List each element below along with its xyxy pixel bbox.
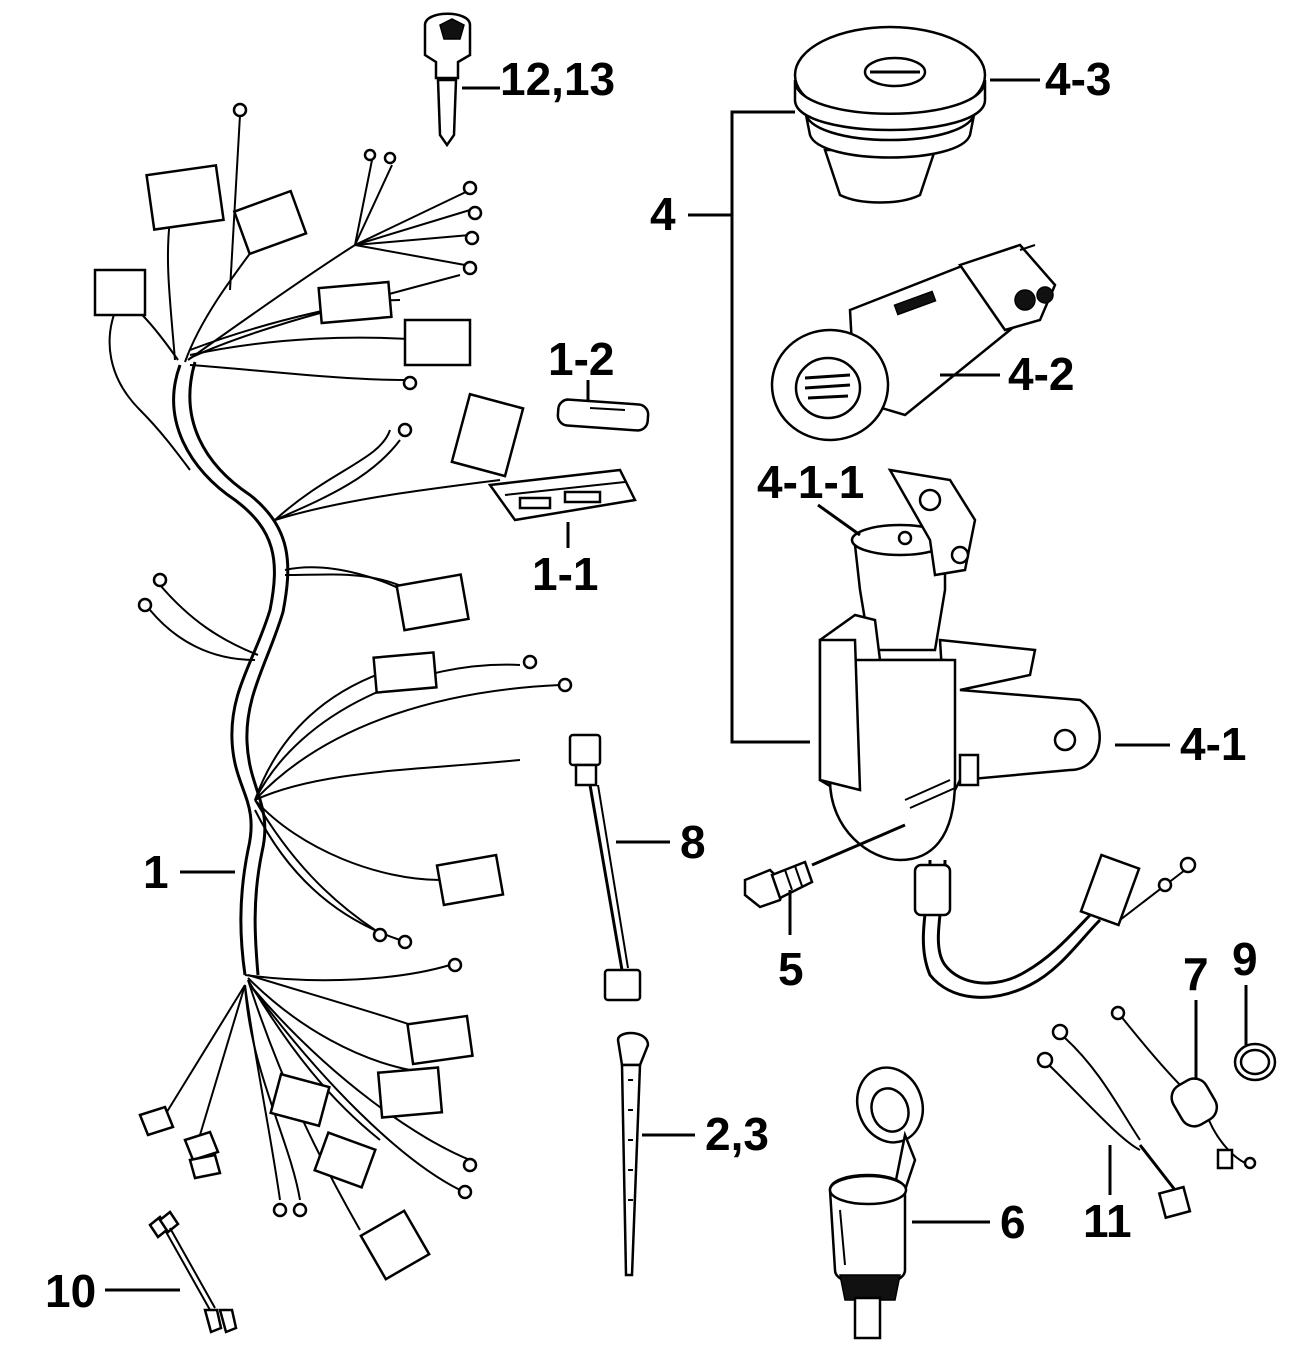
label-4-3: 4-3: [1045, 53, 1111, 105]
label-1-2: 1-2: [548, 333, 614, 385]
clip-icon: [1233, 1042, 1277, 1082]
label-11: 11: [1083, 1195, 1132, 1247]
bolt-icon: [743, 860, 814, 909]
label-4-2: 4-2: [1008, 348, 1074, 400]
label-2-3: 2,3: [705, 1108, 769, 1160]
cable-icon: [568, 733, 642, 1002]
label-12-13: 12,13: [500, 53, 615, 105]
label-5: 5: [778, 943, 804, 995]
label-4-1: 4-1: [1180, 718, 1246, 770]
label-10: 10: [45, 1265, 96, 1317]
lead-11-icon: [1036, 1023, 1192, 1220]
label-9: 9: [1232, 933, 1258, 985]
lock-cylinder-icon: [770, 243, 1057, 442]
label-6: 6: [1000, 1196, 1026, 1248]
wiring-harness: [93, 102, 573, 1281]
leader-lines: [105, 78, 1248, 1292]
cable-tie-icon: [616, 1031, 650, 1277]
fuse-holder-icon: [487, 468, 637, 522]
label-1: 1: [143, 846, 169, 898]
ignition-key-icon: [423, 12, 472, 148]
label-4-1-1: 4-1-1: [757, 456, 864, 508]
label-7: 7: [1183, 948, 1209, 1000]
label-1-1: 1-1: [532, 548, 598, 600]
relay-icon: [1110, 1005, 1257, 1170]
socket-icon: [828, 1066, 925, 1340]
fuel-cap-icon: [793, 25, 987, 204]
label-8: 8: [680, 816, 706, 868]
label-4: 4: [650, 188, 676, 240]
ignition-switch-icon: [818, 468, 1197, 999]
fuse-icon: [556, 398, 650, 432]
lead-10-icon: [148, 1210, 238, 1334]
